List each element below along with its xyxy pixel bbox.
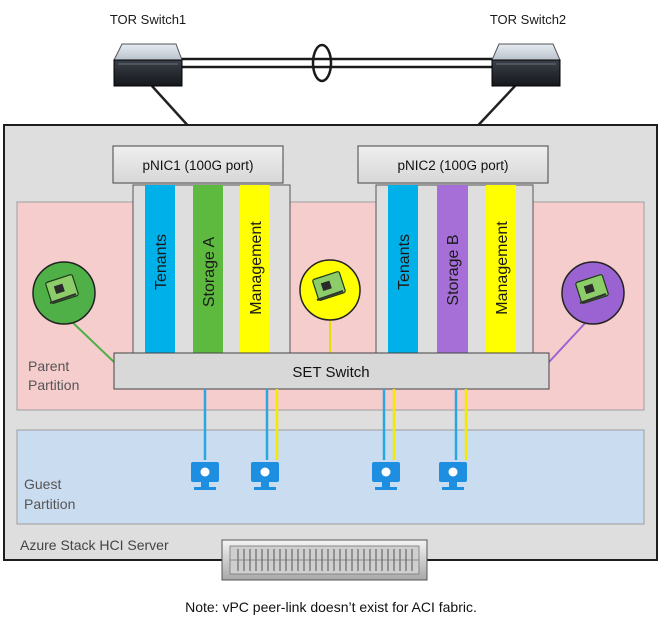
pnic2-label: pNIC2 (100G port) [397,158,508,173]
net-bar-tenants-1 [145,185,175,353]
port-channel-oval [311,43,333,83]
server-label: Azure Stack HCI Server [20,537,169,553]
net-bar-tenants-2 [388,185,418,353]
parent-partition-label-1: Parent [28,358,69,374]
parent-partition-label-2: Partition [28,377,79,393]
vm-monitor-icon [372,462,400,490]
net-label-management-2: Management [494,221,511,315]
net-bar-storage-b [437,185,468,353]
set-switch [113,352,550,390]
net-bar-management-2 [486,185,516,353]
net-label-management-1: Management [248,221,265,315]
nic-link-purple [548,319,589,363]
tor-switch-2-icon [491,43,561,87]
vm-monitor-icon [191,462,219,490]
set-switch-label: SET Switch [292,364,369,381]
pnic1-label: pNIC1 (100G port) [142,158,253,173]
guest-partition-area [16,429,645,525]
tor-switch-1-label: TOR Switch1 [110,12,186,27]
tor-switch-2-label: TOR Switch2 [490,12,566,27]
nic-card-purple-icon [561,261,625,325]
nic-card-green-icon [32,261,96,325]
tor-switch-1-icon [113,43,183,87]
net-label-storage-b: Storage B [445,234,462,305]
net-label-tenants-1: Tenants [153,234,170,290]
net-label-storage-a: Storage A [201,237,218,308]
pnic1-header [112,145,284,184]
vm-monitor-icon [251,462,279,490]
nic-card-yellow-icon [299,259,361,321]
net-bar-storage-a [193,185,223,353]
guest-partition-label-1: Guest [24,476,61,492]
guest-partition-label-2: Partition [24,496,75,512]
footnote: Note: vPC peer-link doesn’t exist for AC… [185,599,477,615]
pnic2-header [357,145,549,184]
rack-server-icon [221,539,428,581]
vm-links [203,389,468,460]
net-label-tenants-2: Tenants [396,234,413,290]
inter-switch-link [175,43,497,83]
net-bar-management-1 [240,185,270,353]
vm-monitor-icon [439,462,467,490]
nic-link-green [69,319,115,363]
